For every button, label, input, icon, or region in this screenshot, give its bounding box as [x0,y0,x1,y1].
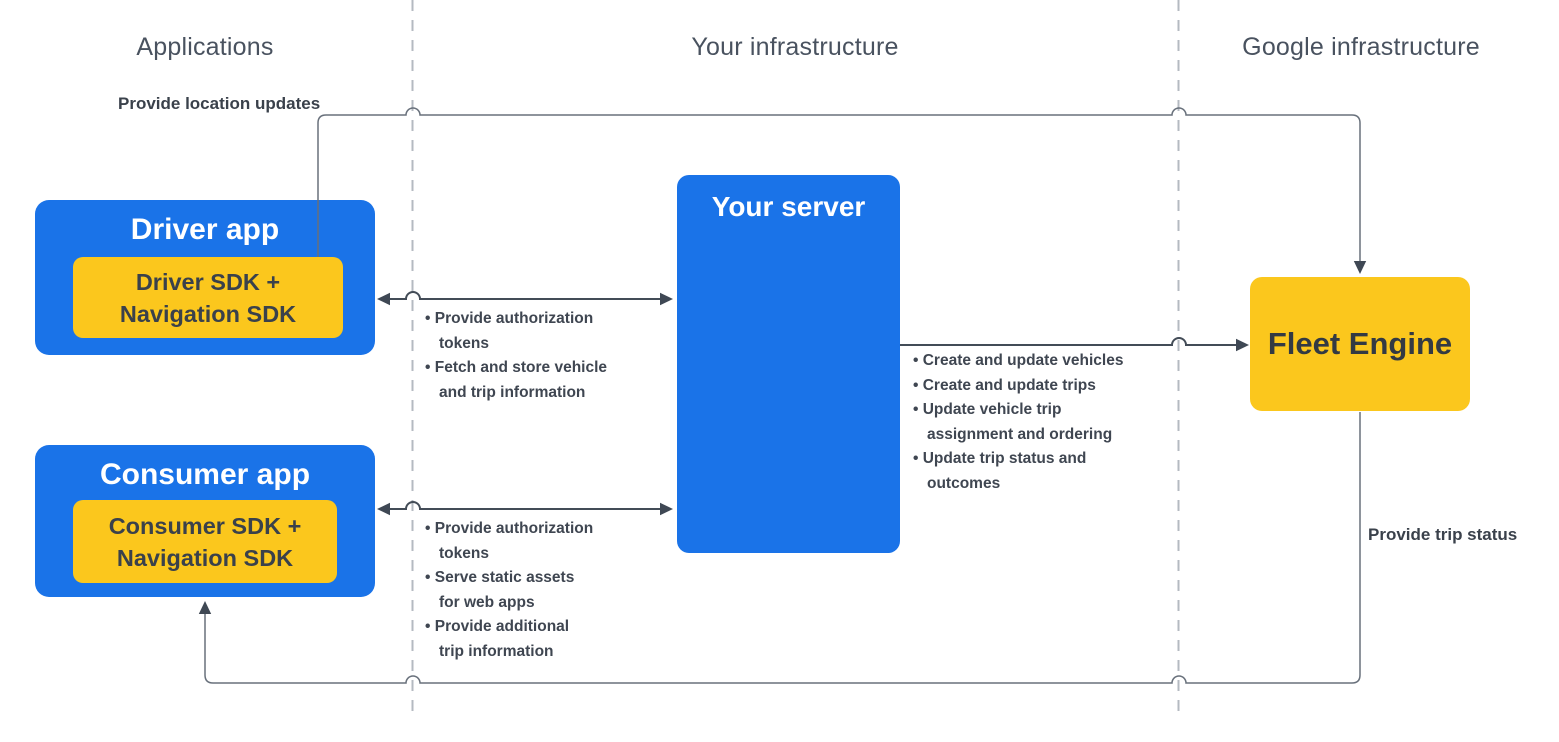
list-item: Serve static assets for web apps [425,566,675,615]
provide-trip-status-label: Provide trip status [1368,525,1518,544]
arrowhead-right-icon [660,502,673,516]
arrowhead-left-icon [377,502,390,516]
consumer-server-connector [377,501,673,516]
consumer-server-bullet-list: Provide authorization tokens Serve stati… [425,517,675,664]
arrowhead-right-icon [1236,338,1249,352]
server-fleet-bullet-list: Create and update vehicles Create and up… [913,349,1198,496]
list-item: Create and update trips [913,374,1198,399]
fleet-engine-box: Fleet Engine [1250,277,1470,411]
your-server-title: Your server [711,191,866,222]
list-item: Fetch and store vehicle and trip informa… [425,356,675,405]
driver-sdk-box: Driver SDK + Navigation SDK [73,257,343,338]
arrowhead-up-icon [198,601,212,614]
arrowhead-down-icon [1353,261,1367,274]
lane-header-google-infrastructure: Google infrastructure [1242,33,1480,61]
list-item: Create and update vehicles [913,349,1198,374]
list-item: Update trip status and outcomes [913,447,1198,496]
list-item: Update vehicle trip assignment and order… [913,398,1198,447]
your-server-box: Your server [677,175,900,553]
driver-server-connector [377,291,673,306]
list-item: Provide authorization tokens [425,517,675,566]
list-item: Provide authorization tokens [425,307,675,356]
provide-location-updates-label: Provide location updates [118,94,321,113]
consumer-app-title: Consumer app [99,458,311,491]
lane-header-your-infrastructure: Your infrastructure [691,33,899,61]
arrowhead-right-icon [660,292,673,306]
driver-server-bullet-list: Provide authorization tokens Fetch and s… [425,307,675,405]
driver-app-title: Driver app [130,213,280,246]
consumer-sdk-box: Consumer SDK + Navigation SDK [73,500,337,583]
lane-header-applications: Applications [136,33,274,61]
arrowhead-left-icon [377,292,390,306]
list-item: Provide additional trip information [425,615,675,664]
